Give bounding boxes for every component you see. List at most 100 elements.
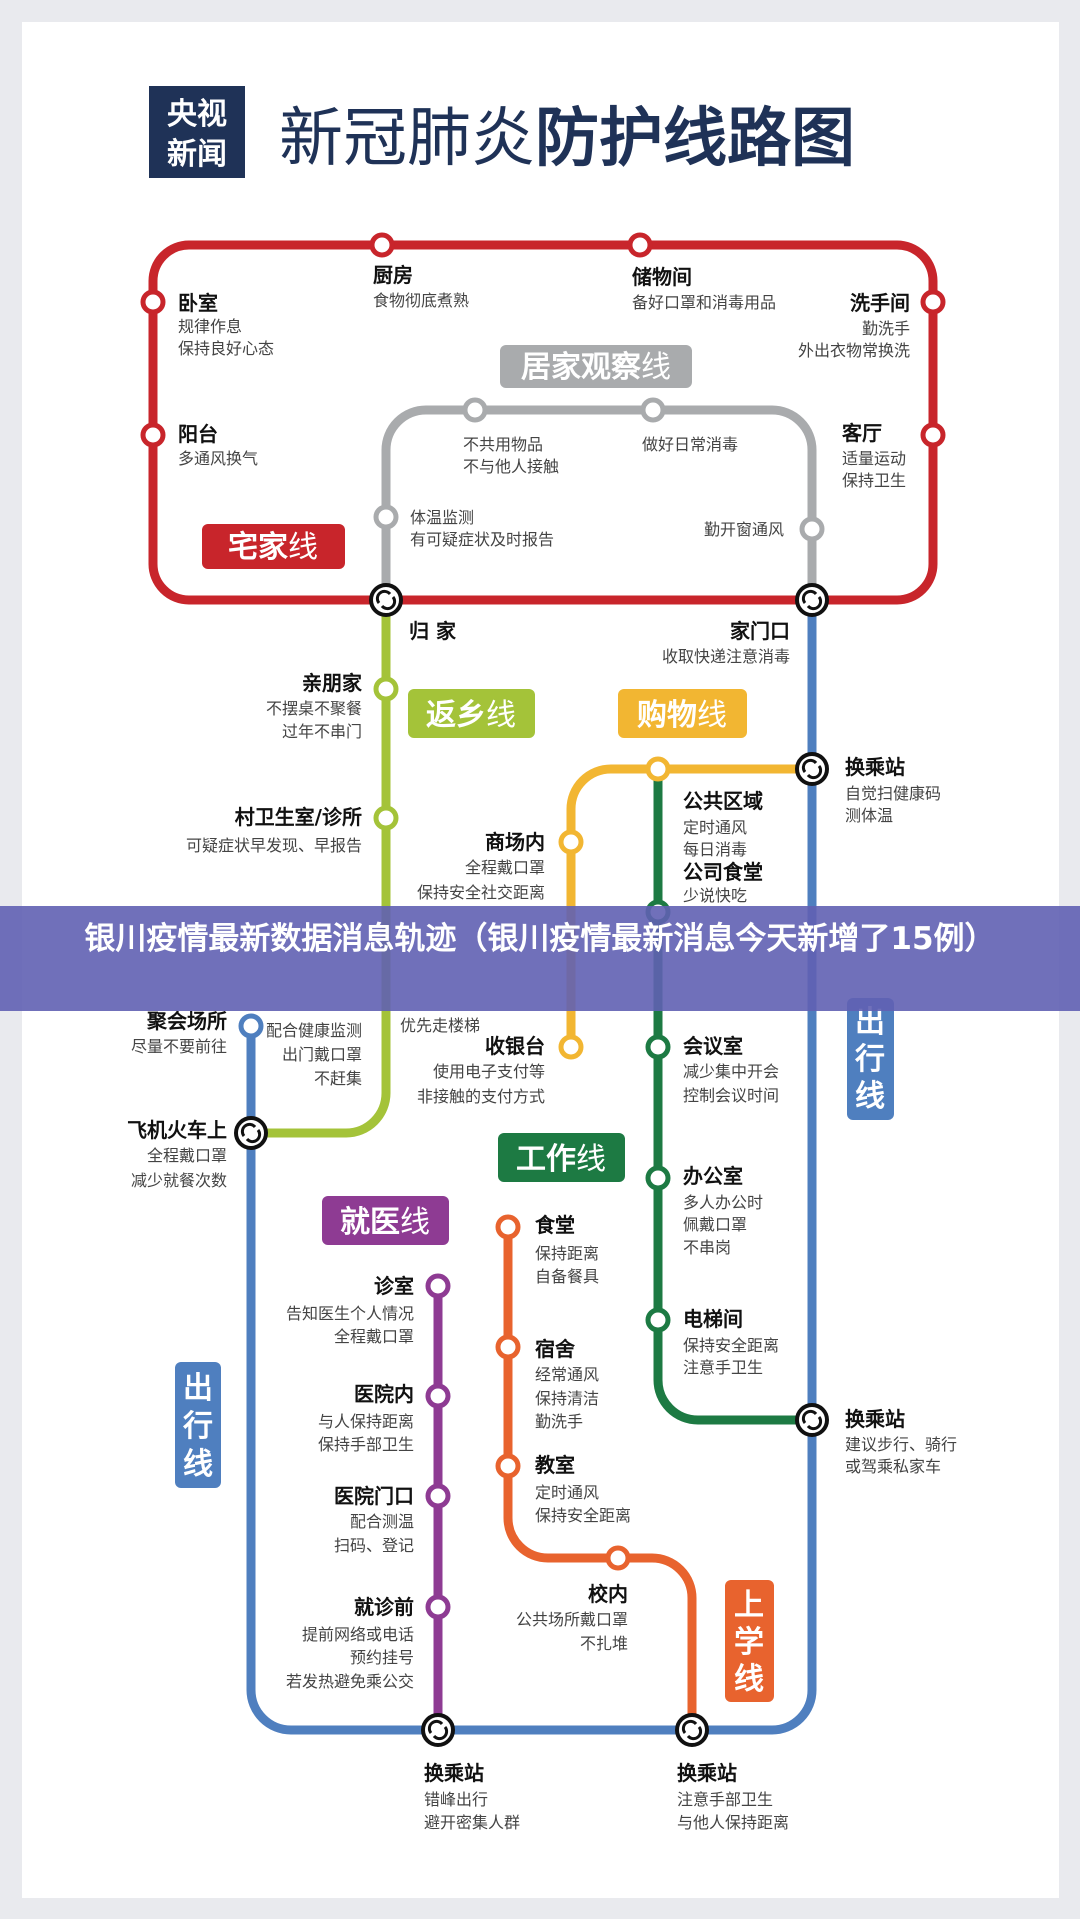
station-marker [645, 1034, 671, 1060]
station-marker [373, 504, 399, 530]
station-marker [238, 1013, 264, 1039]
station-marker [645, 1307, 671, 1333]
station-tip: 告知医生个人情况 [286, 1304, 414, 1323]
return-line-track [246, 595, 391, 1138]
station-tip: 减少集中开会 [683, 1062, 779, 1081]
station-tip: 外出衣物常换洗 [798, 341, 910, 360]
station-stairs: 优先走楼梯 [400, 1016, 480, 1035]
svg-text:行: 行 [854, 1042, 885, 1077]
station-marker [140, 422, 166, 448]
cctv-news-logo: 央视 新闻 [149, 86, 245, 178]
station-tip: 预约挂号 [350, 1648, 414, 1667]
station-marker [495, 1214, 521, 1240]
station-tip: 若发热避免乘公交 [286, 1672, 414, 1691]
station-title: 归 家 [409, 619, 457, 643]
station-marker [425, 1273, 451, 1299]
station-title: 聚会场所 [146, 1009, 227, 1033]
station-tip: 扫码、登记 [334, 1536, 414, 1555]
station-tip: 备好口罩和消毒用品 [632, 293, 776, 312]
return-line-badge: 返乡线 [408, 689, 535, 738]
station-title: 食堂 [535, 1213, 575, 1237]
station-tip: 保持安全距离 [683, 1336, 779, 1355]
station-marker [605, 1545, 631, 1571]
svg-text:线: 线 [734, 1662, 764, 1697]
station-markers [140, 232, 946, 1620]
station-tip: 全程戴口罩 [334, 1327, 414, 1346]
station-marker [645, 756, 671, 782]
school-line-badge: 上学线 [725, 1580, 774, 1702]
station-title: 校内 [588, 1582, 628, 1606]
station-tip: 不共用物品 [463, 435, 543, 454]
station-tip: 公共场所戴口罩 [516, 1610, 628, 1629]
station-marker [799, 516, 825, 542]
station-title: 商场内 [485, 830, 545, 854]
station-tip: 保持良好心态 [178, 339, 274, 358]
station-title: 卧室 [178, 291, 218, 315]
station-title: 公司食堂 [683, 860, 763, 884]
station-tip: 保持安全距离 [535, 1506, 631, 1525]
station-title: 储物间 [632, 265, 692, 289]
station-tip: 保持距离 [535, 1244, 599, 1263]
svg-text:返乡线: 返乡线 [426, 698, 516, 733]
station-tip: 与人保持距离 [318, 1412, 414, 1431]
svg-text:线: 线 [855, 1079, 885, 1114]
station-tip: 佩戴口罩 [683, 1215, 747, 1234]
station-title: 厨房 [373, 263, 413, 287]
transfer-icons [234, 583, 829, 1747]
station-tip: 做好日常消毒 [642, 435, 738, 454]
station-tip: 收取快递注意消毒 [662, 647, 790, 666]
station-tip: 全程戴口罩 [147, 1146, 227, 1165]
station-tip: 定时通风 [535, 1483, 599, 1502]
transfer-icon [234, 1116, 268, 1150]
station-marker [920, 422, 946, 448]
station-tip: 自觉扫健康码 [845, 784, 941, 803]
station-tip: 非接触的支付方式 [417, 1087, 545, 1106]
svg-text:居家观察线: 居家观察线 [521, 350, 671, 385]
station-marker [495, 1453, 521, 1479]
shop-line-track [566, 764, 817, 1052]
headline-banner: 银川疫情最新数据消息轨迹（银川疫情最新消息今天新增了15例） [0, 906, 1080, 1011]
travel-line-badge-right: 出行线 [847, 998, 894, 1120]
travel-line-badge-left: 出行线 [175, 1362, 221, 1488]
station-title: 医院门口 [334, 1484, 414, 1508]
svg-text:宅家线: 宅家线 [228, 530, 318, 565]
station-marker [425, 1383, 451, 1409]
svg-text:线: 线 [183, 1447, 213, 1482]
station-tip: 经常通风 [535, 1365, 599, 1384]
station-tip: 自备餐具 [535, 1267, 599, 1286]
station-tip: 保持手部卫生 [318, 1435, 414, 1454]
station-title: 换乘站 [424, 1761, 484, 1785]
station-tip: 体温监测 [410, 508, 474, 527]
station-title: 换乘站 [677, 1761, 737, 1785]
station-tip: 不串岗 [683, 1238, 731, 1257]
station-return-home: 归 家 [409, 619, 457, 643]
headline-text: 银川疫情最新数据消息轨迹（银川疫情最新消息今天新增了15例） [84, 921, 996, 957]
station-tip: 保持清洁 [535, 1389, 599, 1408]
station-tip: 注意手部卫生 [677, 1790, 773, 1809]
station-tip: 食物彻底煮熟 [373, 291, 469, 310]
svg-text:学: 学 [734, 1625, 764, 1660]
station-tip: 尽量不要前往 [131, 1037, 227, 1056]
work-line-badge: 工作线 [498, 1133, 625, 1182]
shop-line-badge: 购物线 [618, 689, 747, 738]
svg-text:就医线: 就医线 [340, 1205, 430, 1240]
station-tip: 不摆桌不聚餐 [266, 699, 362, 718]
transfer-icon [421, 1713, 455, 1747]
station-tip: 不赶集 [314, 1069, 362, 1088]
station-tip: 错峰出行 [424, 1790, 488, 1809]
svg-text:出: 出 [183, 1371, 213, 1406]
